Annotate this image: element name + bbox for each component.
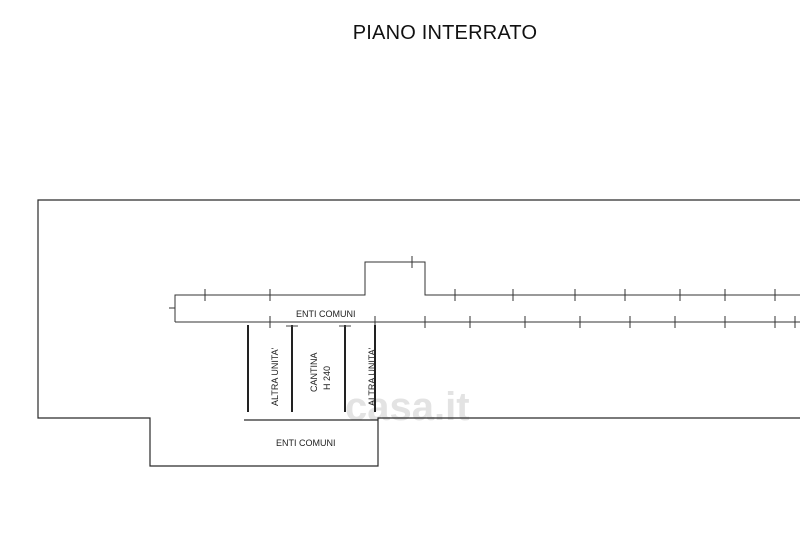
label-enti-comuni-corridor: ENTI COMUNI	[296, 309, 356, 319]
corridor-upper-ticks	[169, 256, 776, 309]
corridor-upper-wall	[174, 261, 800, 322]
outer-walls	[37, 199, 800, 467]
corridor-lower-ticks	[269, 316, 796, 328]
label-altra-unita-left: ALTRA UNITA'	[270, 347, 280, 406]
cellar-partitions	[247, 325, 376, 412]
label-cantina: CANTINA	[309, 352, 319, 392]
outer-wall-outline	[37, 199, 800, 467]
label-enti-comuni-lower: ENTI COMUNI	[276, 438, 336, 448]
watermark: casa.it	[345, 385, 470, 429]
label-cantina-height: H 240	[322, 366, 332, 390]
plan-title: PIANO INTERRATO	[352, 22, 538, 44]
corridor-walls	[169, 256, 800, 328]
label-altra-unita-right: ALTRA UNITA'	[367, 347, 377, 406]
